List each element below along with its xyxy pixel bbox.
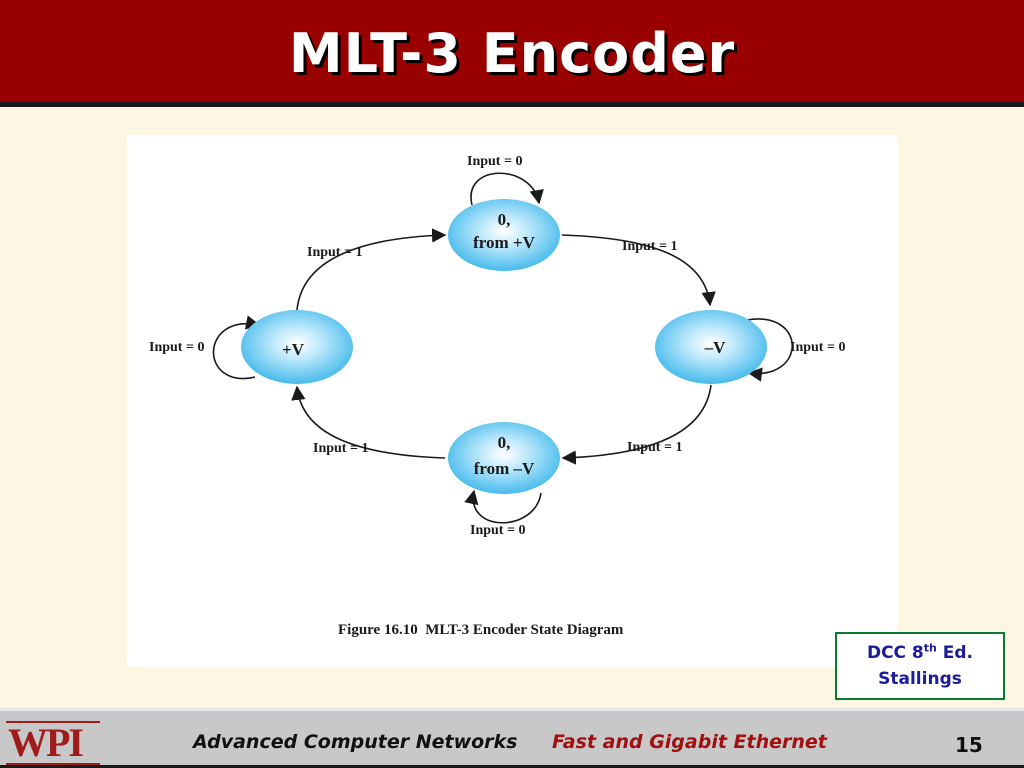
node-minus-v-label: –V [704,338,727,357]
arc-top-to-minus [561,234,716,307]
course-name: Advanced Computer Networks [193,731,518,753]
node-zero-from-minus-v [448,422,560,494]
node-minus-v [655,310,767,384]
node-zero-from-plus-v-line2: from +V [473,233,535,252]
label-top-to-minus: Input = 1 [622,239,677,254]
logo-top-rule [6,721,100,723]
title-bar: MLT-3 Encoder [0,0,1024,107]
citation-superscript: th [923,641,937,655]
figure-caption: Figure 16.10 MLT-3 Encoder State Diagram [338,622,624,638]
label-minus-to-bottom: Input = 1 [627,440,682,455]
label-plus-to-top: Input = 1 [307,245,362,260]
citation-box: DCC 8th Ed. Stallings [835,632,1005,700]
arc-plus-to-top [296,228,447,311]
label-self-top: Input = 0 [467,154,522,169]
node-plus-v [241,310,353,384]
lecture-topic: Fast and Gigabit Ethernet [552,731,827,753]
loop-left [212,315,261,380]
loop-right [746,318,794,382]
node-zero-from-minus-v-line1: 0, [498,433,511,452]
arc-minus-to-bottom [561,384,712,465]
loop-top [470,172,544,206]
arc-bottom-to-plus [291,385,446,459]
citation-line1: DCC 8th Ed. [837,640,1003,666]
state-diagram: 0, from +V +V –V 0, from –V Input = 0 In… [149,154,845,638]
logo-bottom-rule [6,763,100,765]
label-self-right: Input = 0 [790,340,845,355]
figure-panel: 0, from +V +V –V 0, from –V Input = 0 In… [127,135,898,667]
node-zero-from-plus-v [448,199,560,271]
label-bottom-to-plus: Input = 1 [313,441,368,456]
citation-ed-suffix: Ed. [936,643,974,663]
page-number: 15 [955,733,983,757]
citation-edition: DCC 8 [866,643,924,663]
slide-title: MLT-3 Encoder [288,22,736,85]
citation-author: Stallings [878,669,962,689]
footer-bar: WPI Advanced Computer Networks Fast and … [0,708,1024,768]
node-zero-from-plus-v-line1: 0, [498,210,511,229]
footer-bottom-rule [0,765,1024,768]
label-self-left: Input = 0 [149,340,204,355]
node-zero-from-minus-v-line2: from –V [474,459,535,478]
wpi-logo: WPI [6,719,100,765]
label-self-bottom: Input = 0 [470,523,525,538]
logo-text: WPI [8,720,84,765]
node-plus-v-label: +V [282,340,305,359]
loop-bottom [464,489,542,524]
